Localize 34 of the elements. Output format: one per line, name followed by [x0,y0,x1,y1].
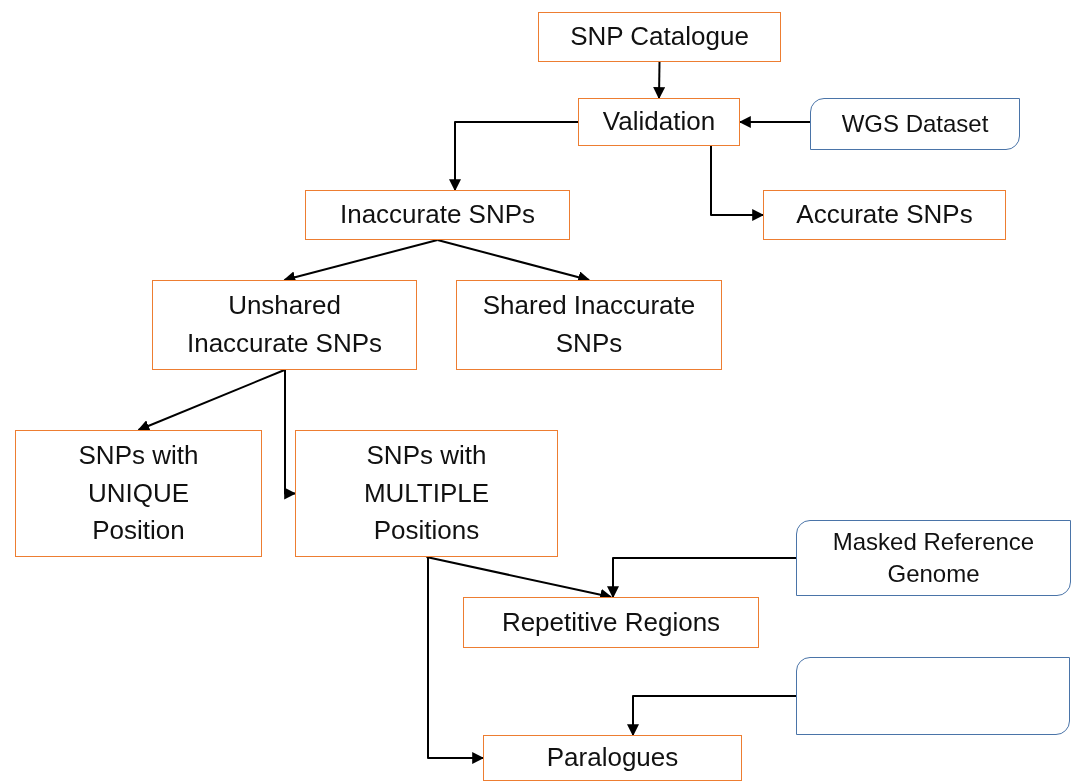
node-label: SNPs with MULTIPLE Positions [362,438,491,548]
process-box [295,430,558,557]
node-label: Shared Inaccurate SNPs [481,289,697,360]
node-label: SNPs with UNIQUE Position [77,438,200,548]
process-box [463,597,759,648]
node-label: WGS Dataset [841,108,989,139]
node-label: Masked Reference Genome [831,526,1036,589]
arrow [607,557,797,599]
process-box [456,280,722,370]
arrow [710,145,765,221]
blank-box [796,657,1070,735]
process-box [763,190,1006,240]
process-box [483,735,742,781]
process-box [152,280,417,370]
process-box [538,12,781,62]
input-box [796,520,1071,596]
arrow [137,369,286,432]
arrow [427,556,485,764]
arrow [284,369,297,500]
node-label: Repetitive Regions [501,605,721,639]
node-label: Accurate SNPs [796,198,973,232]
node-label: Paralogues [546,741,679,775]
arrow [738,116,811,128]
node-label: Inaccurate SNPs [339,198,536,232]
arrow [653,61,666,100]
node-label: Unshared Inaccurate SNPs [185,289,384,360]
node-label: SNP Catalogue [570,20,749,54]
input-box [810,98,1020,150]
process-box [15,430,262,557]
process-box [305,190,570,240]
process-box [578,98,740,146]
arrow [627,695,797,737]
arrow [449,121,579,192]
node-label: Validation [602,105,716,139]
